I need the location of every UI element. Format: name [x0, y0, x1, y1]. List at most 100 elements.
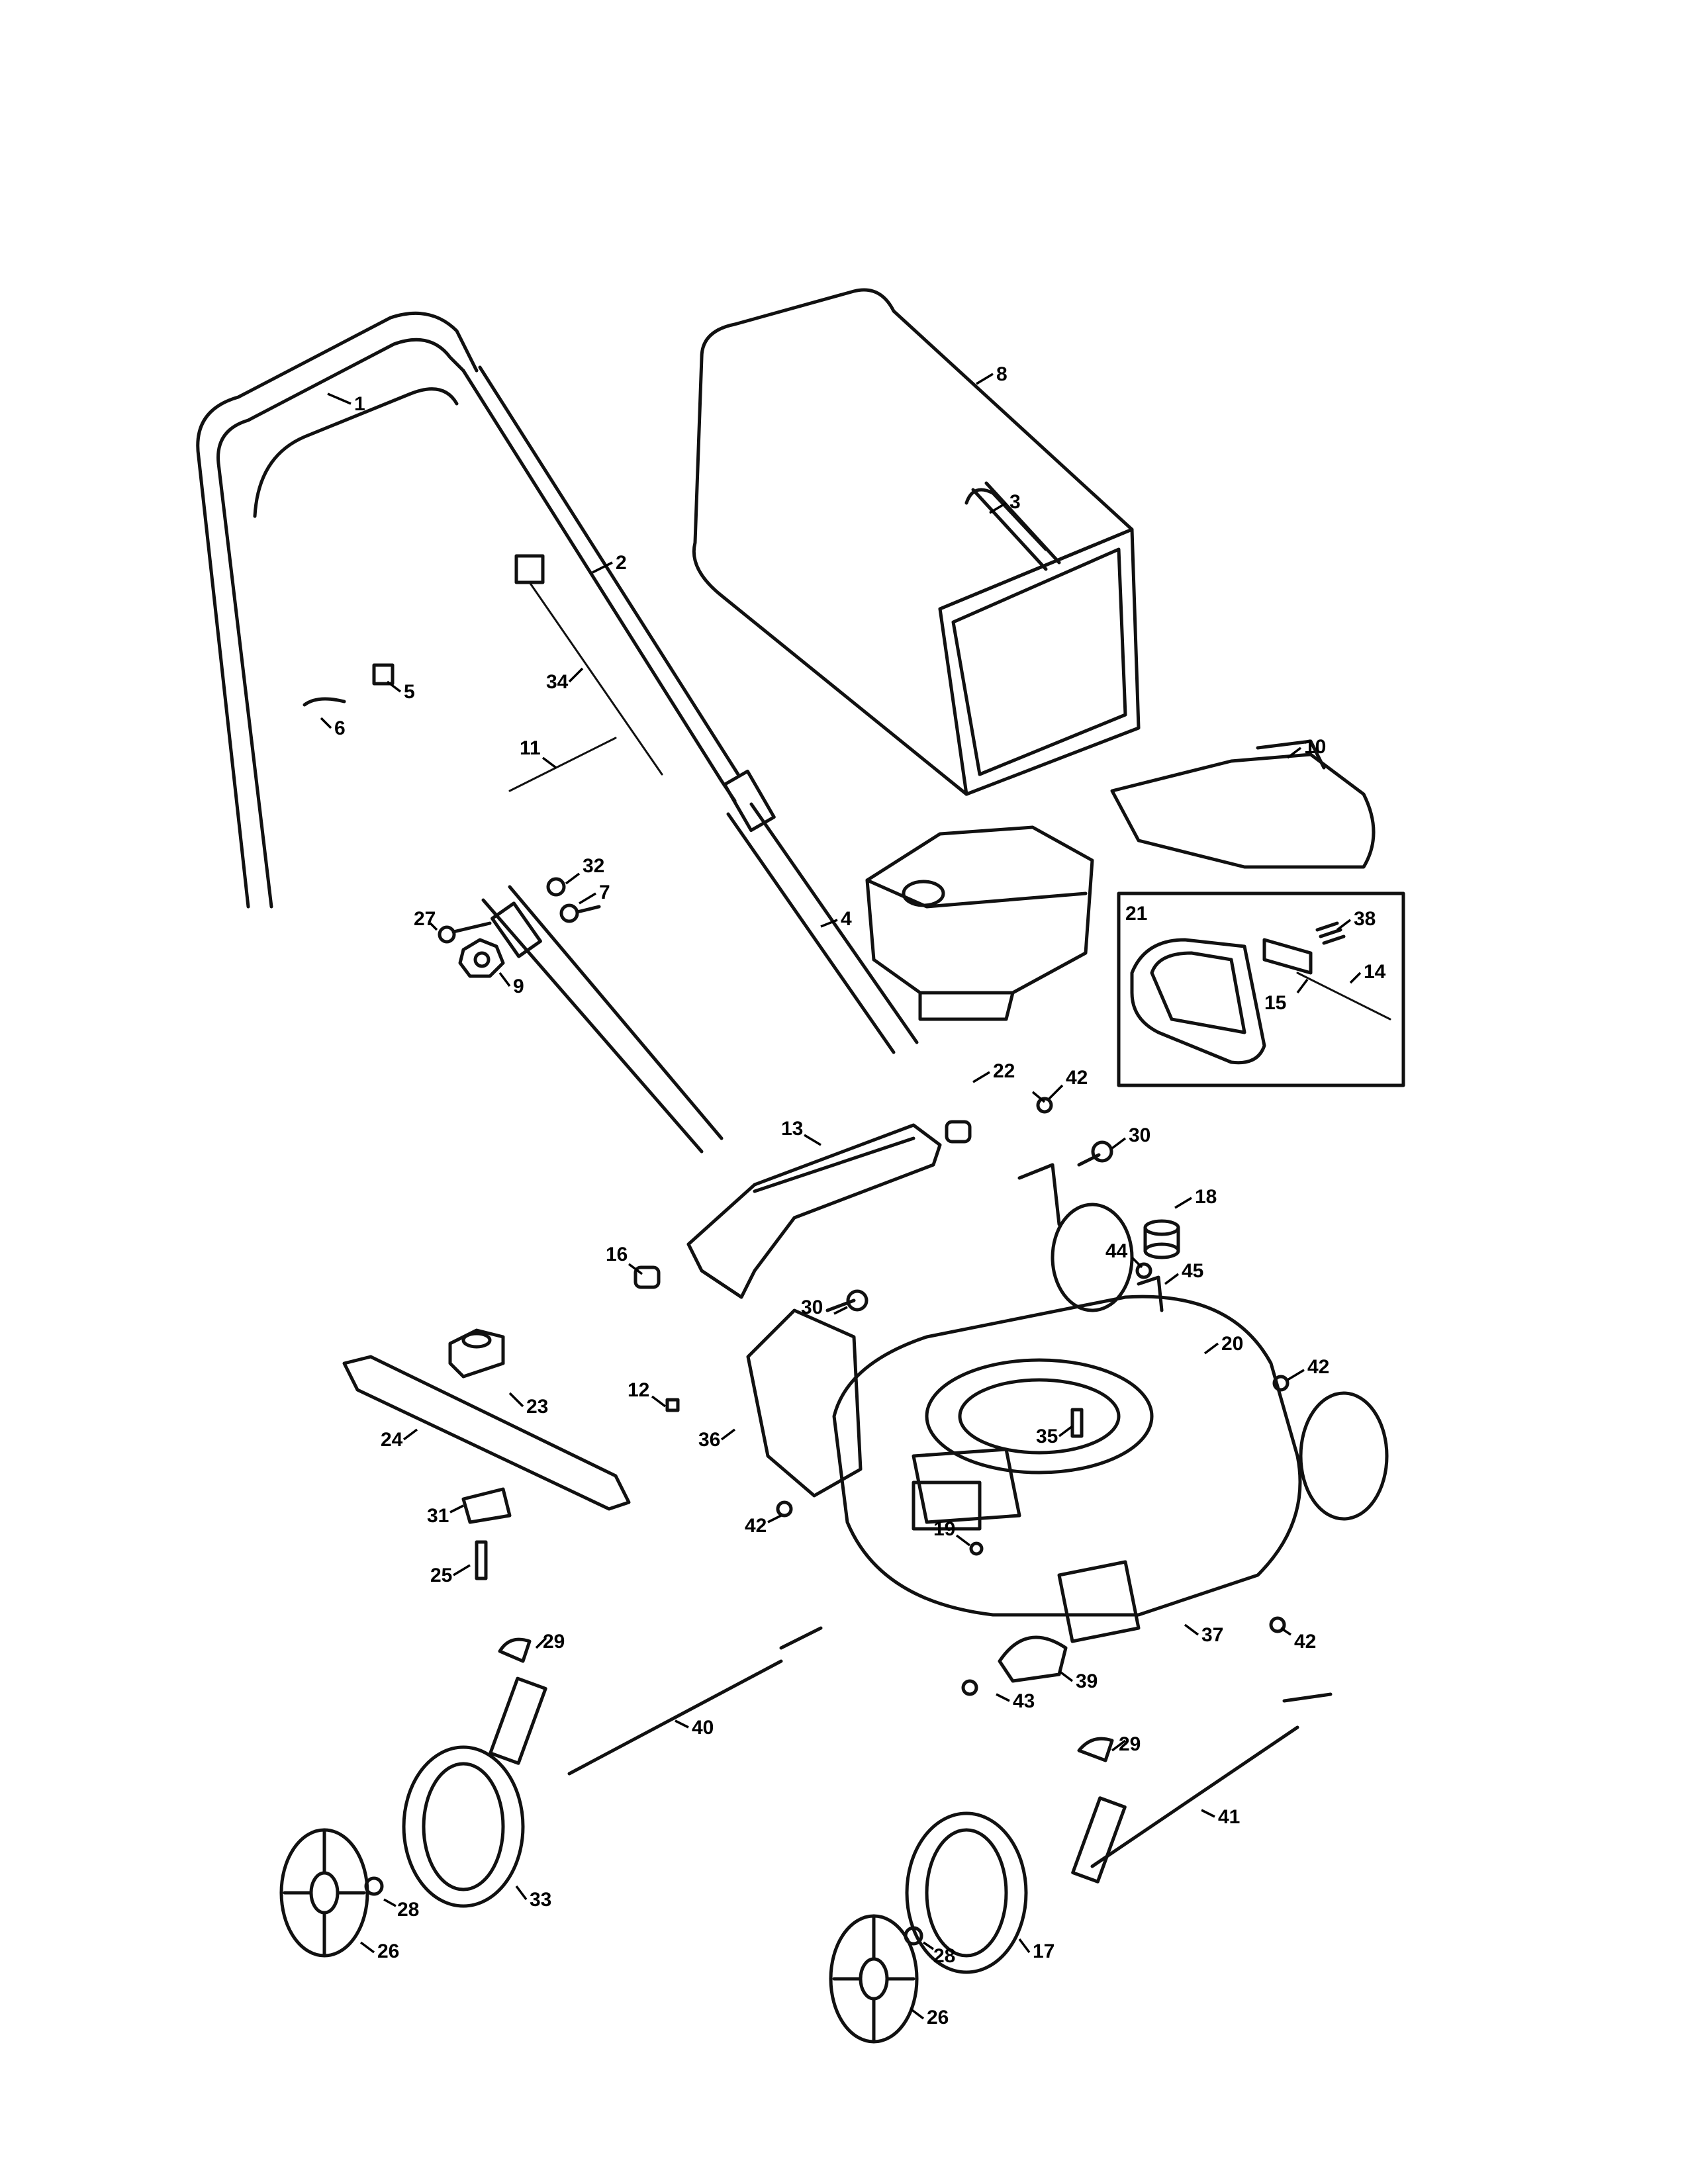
- callout-13: 13: [781, 1118, 821, 1146]
- callout-34: 34: [546, 667, 584, 693]
- callout-5: 5: [386, 680, 415, 703]
- callout-label: 32: [583, 855, 604, 877]
- callout-35: 35: [1036, 1425, 1074, 1447]
- callout-label: 37: [1201, 1624, 1223, 1646]
- callout-label: 39: [1076, 1670, 1098, 1692]
- callout-label: 8: [996, 363, 1008, 385]
- callout-label: 44: [1105, 1240, 1128, 1262]
- callout-label: 12: [628, 1379, 649, 1401]
- callout-label: 26: [927, 2007, 949, 2028]
- callout-28-front: 28: [383, 1898, 419, 1921]
- callout-11: 11: [520, 737, 557, 769]
- deck-fasteners: [665, 1097, 1289, 1696]
- callout-label: 42: [1307, 1356, 1329, 1378]
- wheel-nut-front: [364, 1876, 384, 1896]
- mulch-kit-inset: [1117, 891, 1405, 1087]
- front-axle: [489, 1626, 823, 1776]
- callout-label: 21: [1125, 903, 1147, 925]
- callout-1: 1: [327, 392, 365, 415]
- blade: [342, 1355, 631, 1511]
- callout-label: 28: [933, 1945, 955, 1967]
- callout-label: 20: [1221, 1333, 1243, 1355]
- bag-handle: [964, 488, 1048, 551]
- handle-nut: [546, 877, 566, 897]
- callout-36: 36: [698, 1428, 736, 1451]
- deck-rear-wheel: [1051, 1203, 1389, 1521]
- callout-29-rear: 29: [1111, 1733, 1141, 1755]
- callout-6: 6: [320, 717, 346, 739]
- front-wheel: [402, 1745, 525, 1908]
- callout-9: 9: [498, 972, 524, 997]
- callout-23: 23: [508, 1392, 548, 1418]
- callout-label: 23: [526, 1396, 548, 1418]
- callout-17: 17: [1018, 1938, 1055, 1962]
- callout-26-front: 26: [359, 1940, 399, 1962]
- cable-tie: [508, 737, 617, 792]
- callout-label: 42: [1066, 1067, 1088, 1089]
- callout-12: 12: [628, 1379, 667, 1408]
- callout-label: 18: [1195, 1186, 1217, 1208]
- callout-43: 43: [996, 1690, 1035, 1712]
- callout-label: 24: [381, 1429, 403, 1451]
- engine: [865, 825, 1094, 1021]
- callout-label: 45: [1182, 1260, 1203, 1282]
- callout-label: 4: [841, 908, 852, 930]
- callout-19: 19: [933, 1518, 971, 1547]
- callout-28-rear: 28: [923, 1941, 955, 1967]
- callout-30-mid: 30: [801, 1297, 848, 1318]
- callout-label: 3: [1009, 491, 1021, 513]
- callout-7: 7: [579, 882, 610, 905]
- callout-label: 11: [520, 737, 541, 759]
- callout-label: 42: [1294, 1631, 1316, 1653]
- callout-label: 19: [933, 1518, 955, 1540]
- rear-discharge-cover: [1110, 739, 1376, 869]
- callout-label: 25: [430, 1565, 452, 1586]
- blade-adapter: [448, 1328, 505, 1379]
- callout-label: 5: [404, 681, 415, 703]
- callout-42-deck: [1031, 1091, 1046, 1103]
- handle-knob: [458, 938, 505, 978]
- rear-wheel: [905, 1811, 1028, 1974]
- height-adjust-spring: [1143, 1219, 1180, 1259]
- callout-label: 36: [698, 1429, 720, 1451]
- rear-deflector: [686, 1123, 942, 1299]
- cable-clip: [372, 663, 395, 686]
- axle-pin-cap-front: [498, 1637, 532, 1663]
- callout-16: 16: [606, 1244, 643, 1275]
- callout-37: 37: [1184, 1623, 1223, 1646]
- mower-deck: [832, 1163, 1302, 1617]
- callout-label: 30: [801, 1297, 823, 1318]
- callout-30-top: 30: [1111, 1124, 1150, 1150]
- callout-label: 9: [513, 976, 524, 997]
- callout-42-top: 42: [1048, 1067, 1088, 1100]
- callout-10: 10: [1286, 736, 1326, 759]
- lower-handle: [481, 769, 919, 1154]
- handle-carriage-bolt: [559, 903, 601, 923]
- blade-bolt: [475, 1540, 488, 1580]
- callout-20: 20: [1203, 1333, 1243, 1355]
- callout-24: 24: [381, 1428, 418, 1451]
- callout-18: 18: [1174, 1186, 1217, 1209]
- grass-bag: [692, 288, 1141, 796]
- callout-label: 16: [606, 1244, 628, 1265]
- callout-label: 33: [530, 1889, 551, 1911]
- callout-42-left: 42: [745, 1514, 782, 1537]
- callout-label: 27: [414, 908, 436, 930]
- callout-label: 29: [543, 1631, 565, 1653]
- callout-label: 29: [1119, 1733, 1141, 1755]
- callout-14: 14: [1349, 961, 1386, 984]
- hub-cap-front: [279, 1828, 369, 1958]
- callout-31: 31: [427, 1504, 464, 1527]
- callout-25: 25: [430, 1564, 471, 1586]
- callout-label: 22: [993, 1060, 1015, 1082]
- callout-label: 42: [745, 1515, 767, 1537]
- callout-29-front: 29: [535, 1631, 565, 1653]
- callout-42-bottom-right: 42: [1280, 1627, 1316, 1653]
- callout-33: 33: [515, 1885, 551, 1911]
- axle-pin-cap-rear: [1077, 1737, 1114, 1762]
- callout-21: 21: [1125, 903, 1147, 925]
- callout-26-rear: 26: [909, 2007, 949, 2028]
- callout-label: 17: [1033, 1940, 1055, 1962]
- callout-label: 7: [599, 882, 610, 903]
